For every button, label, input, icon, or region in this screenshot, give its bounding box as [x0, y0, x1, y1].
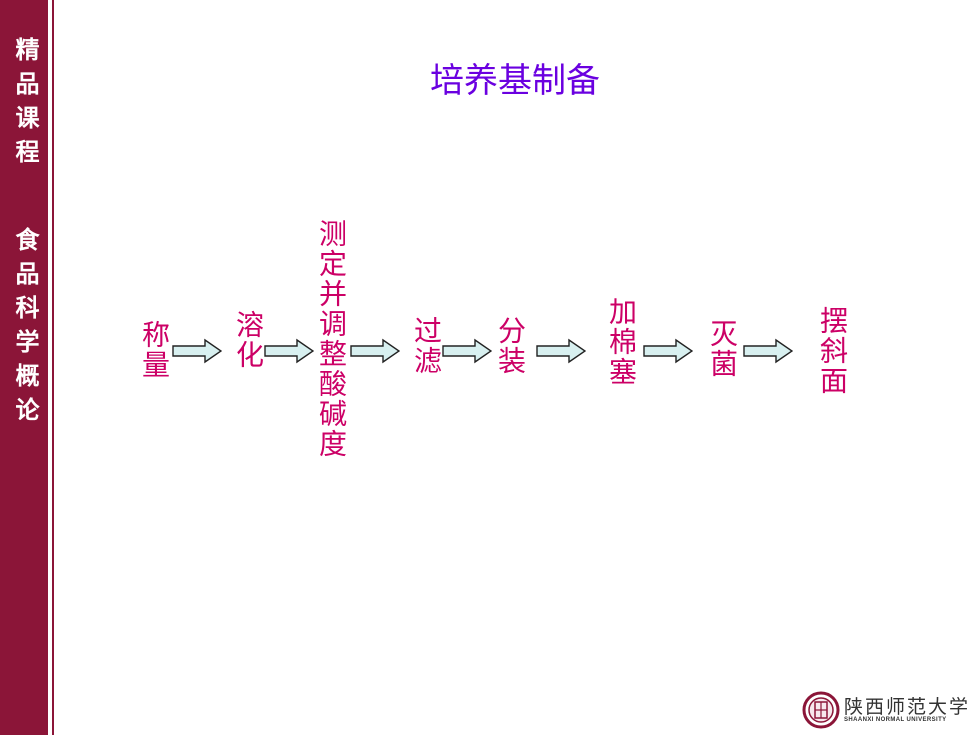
arrow-right-icon	[264, 338, 314, 364]
step-dispensing: 分装	[494, 316, 527, 376]
university-name: 陕西师范大学	[844, 696, 971, 718]
sidebar-divider-line	[52, 0, 54, 735]
arrow-right-icon	[743, 338, 793, 364]
arrow-right-icon	[172, 338, 222, 364]
step-filtering: 过滤	[410, 316, 443, 376]
step-cotton-plug: 加棉塞	[605, 297, 638, 387]
university-english-name: SHAANXI NORMAL UNIVERSITY	[844, 717, 947, 723]
arrow-right-icon	[442, 338, 492, 364]
sidebar-course-label: 精品课程	[11, 37, 39, 173]
step-weighing: 称量	[138, 320, 171, 380]
step-dissolving: 溶化	[232, 310, 265, 370]
step-sterilization: 灭菌	[706, 319, 739, 379]
university-logo: 陕西师范大学 SHAANXI NORMAL UNIVERSITY	[802, 690, 972, 730]
arrow-right-icon	[536, 338, 586, 364]
arrow-right-icon	[350, 338, 400, 364]
sidebar: 精品课程 食品科学概论	[0, 0, 48, 735]
university-seal-icon	[802, 691, 840, 729]
step-slant: 摆斜面	[816, 306, 849, 396]
step-adjust-ph: 测定并调整酸碱度	[315, 219, 348, 459]
sidebar-subject-label: 食品科学概论	[11, 227, 39, 431]
slide-title: 培养基制备	[430, 61, 600, 101]
arrow-right-icon	[643, 338, 693, 364]
